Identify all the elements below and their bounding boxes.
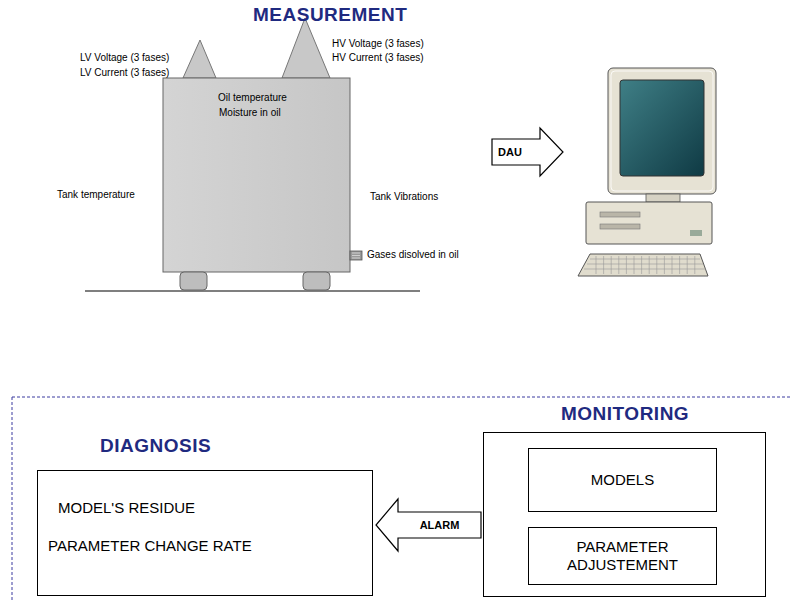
tank-foot [180,272,207,290]
measurement-label: Oil temperature [218,92,287,104]
box-text: PARAMETER CHANGE RATE [48,537,252,555]
computer-icon [578,68,716,276]
measurement-label: LV Current (3 fases) [80,67,169,79]
lv-bushing [183,40,216,78]
box-text: MODELS [591,471,654,489]
measurement-label: HV Current (3 fases) [332,52,424,64]
section-heading: MONITORING [561,403,689,425]
gas-sensor [350,251,362,260]
gas-sensor-hatch [352,253,360,258]
ground-line [85,290,420,291]
separator-line [12,397,13,602]
section-heading: DIAGNOSIS [100,435,211,457]
box-text: PARAMETER ADJUSTEMENT [558,538,688,574]
measurement-label: Tank temperature [57,189,135,201]
connector [376,499,481,551]
measurement-label: LV Voltage (3 fases) [80,52,169,64]
tank-foot [303,272,330,290]
measurement-label: HV Voltage (3 fases) [332,38,424,50]
transformer-tank [163,78,350,272]
measurement-label: Gases disolved in oil [367,249,459,261]
dau-arrow [492,128,563,176]
hv-bushing [282,18,330,78]
box-text: MODEL'S RESIDUE [58,499,195,517]
process-box: PARAMETER ADJUSTEMENT [528,527,717,585]
dau-label: DAU [498,146,522,158]
edge-label: ALARM [419,519,461,531]
section-title: MEASUREMENT [253,4,407,26]
measurement-label: Moisture in oil [219,107,281,119]
diagnosis-box: DIAGNOSISMODEL'S RESIDUEPARAMETER CHANGE… [37,470,373,596]
monitoring-box: MONITORINGMODELSPARAMETER ADJUSTEMENT [483,432,766,597]
process-box: MODELS [528,448,717,512]
measurement-label: Tank Vibrations [370,191,438,203]
separator-line [12,397,790,398]
